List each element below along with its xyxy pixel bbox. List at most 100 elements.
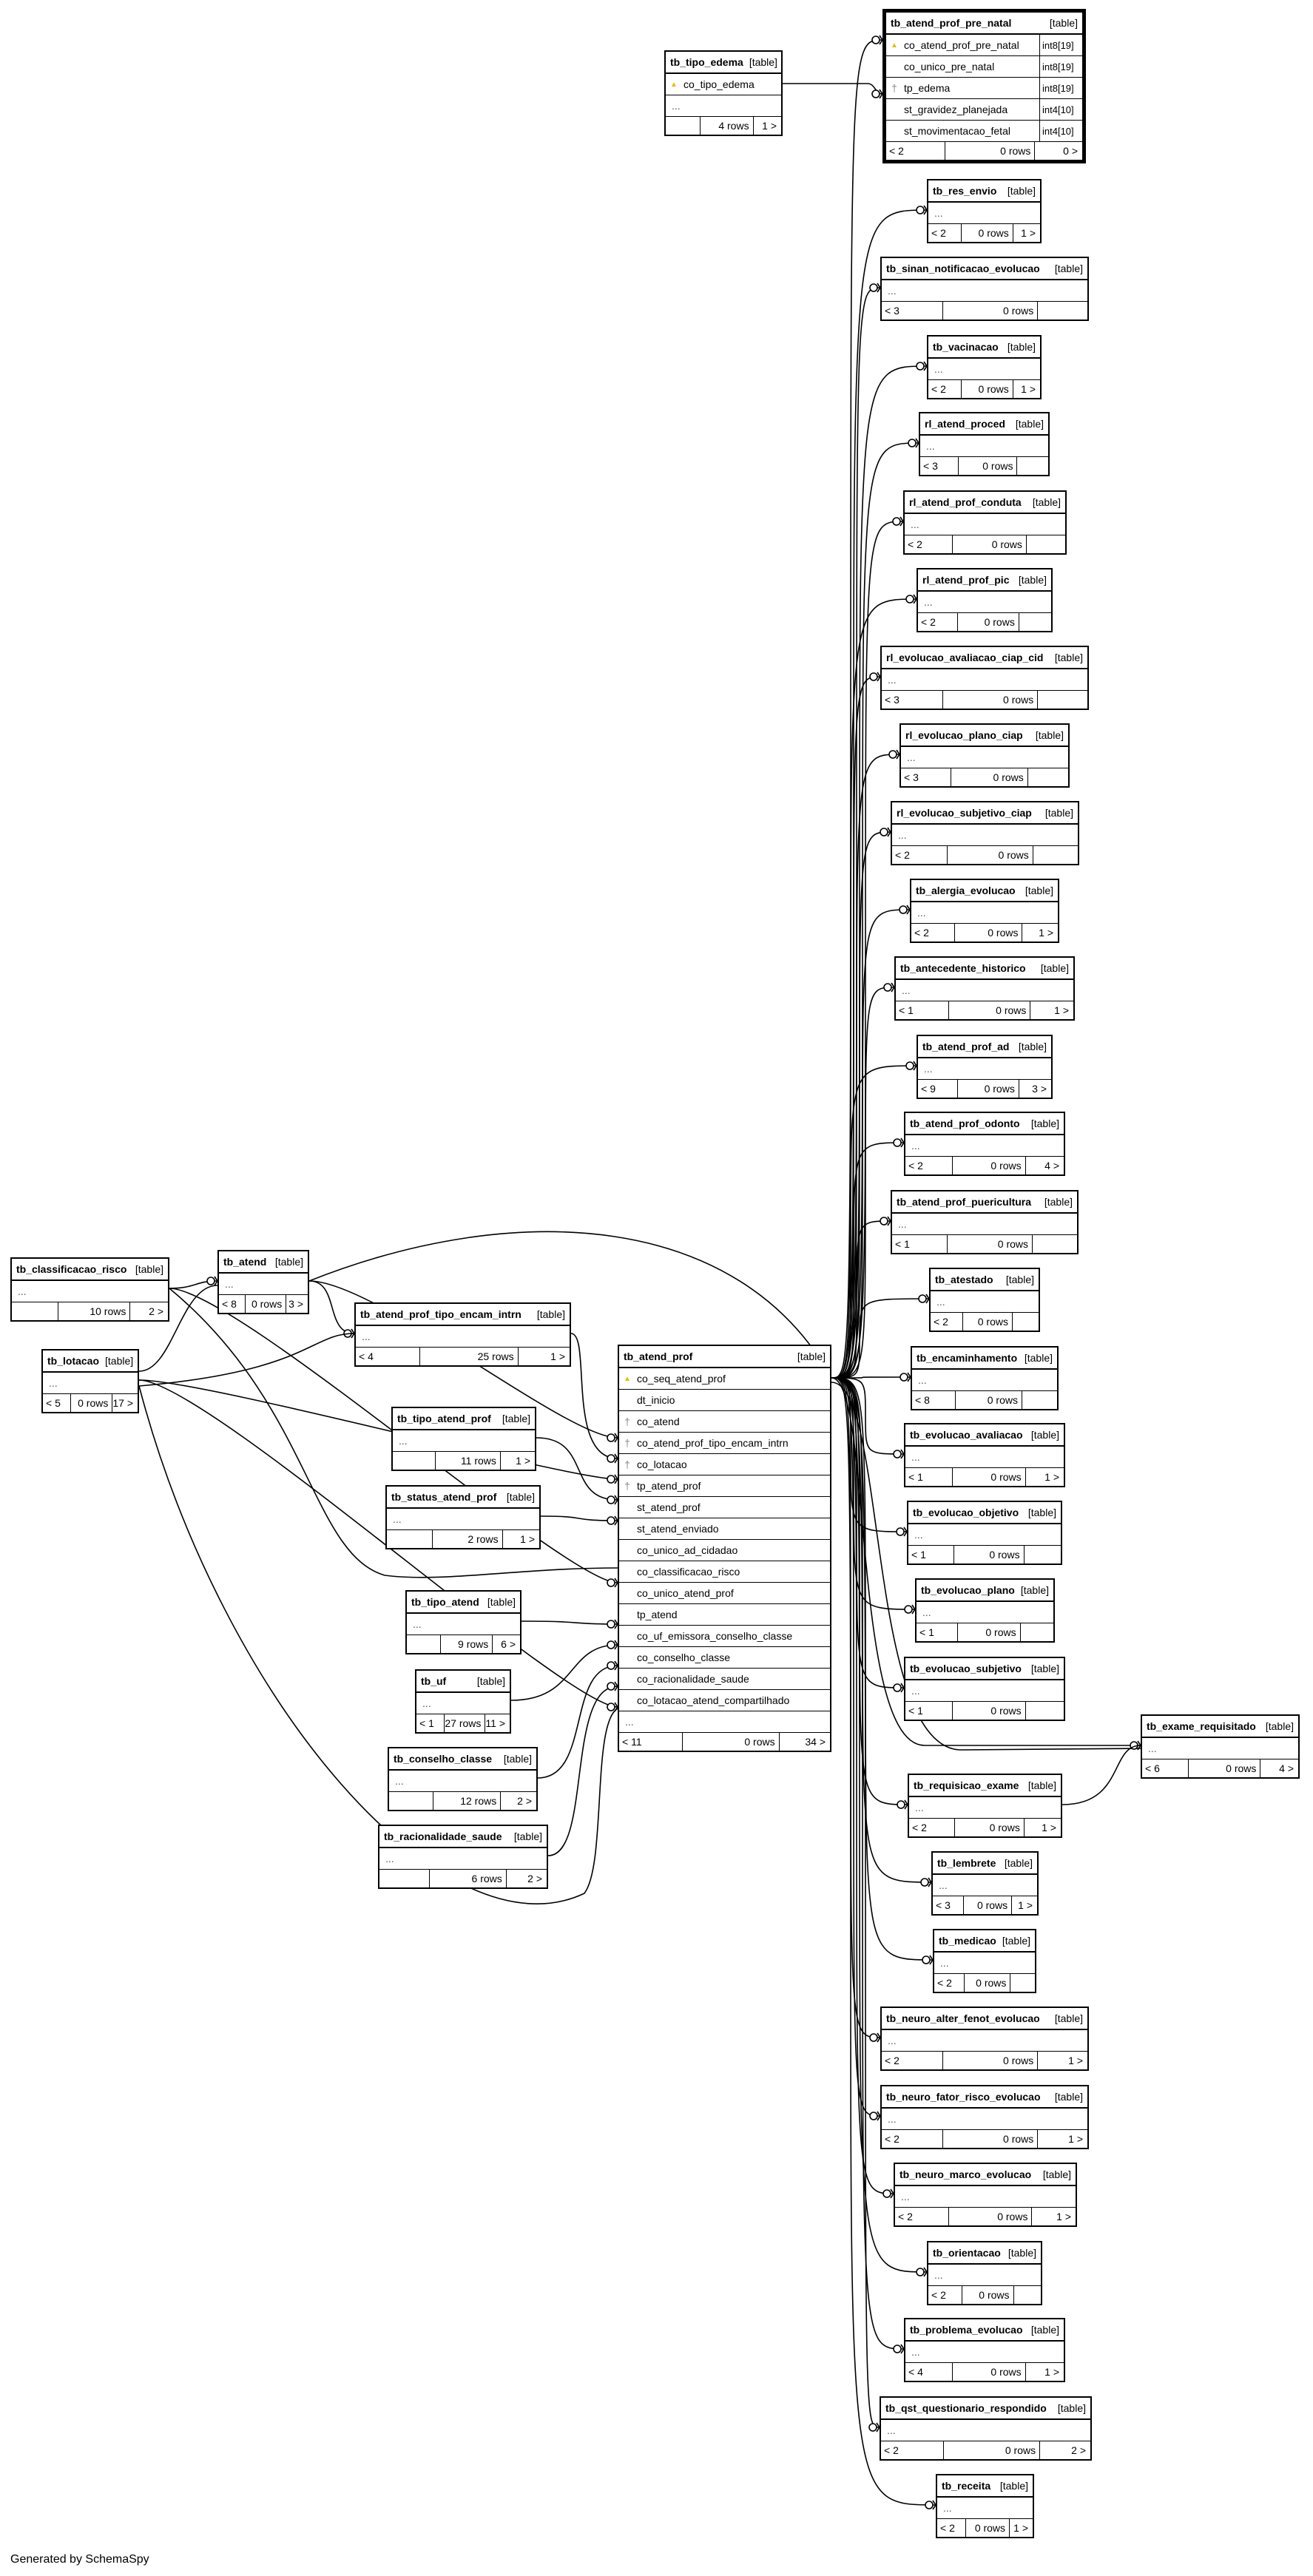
table-name[interactable]: tb_neuro_alter_fenot_evolucao [886, 2012, 1040, 2024]
column-row[interactable]: †co_lotacao [619, 1454, 830, 1475]
table-header[interactable]: tb_atend_prof_odonto[table] [905, 1113, 1064, 1135]
table-name[interactable]: tb_neuro_fator_risco_evolucao [886, 2091, 1041, 2103]
parent-count[interactable]: < 2 [918, 613, 958, 631]
table-name[interactable]: tb_problema_evolucao [910, 2324, 1023, 2336]
parent-count[interactable]: < 1 [896, 1001, 949, 1019]
parent-count[interactable] [389, 1792, 433, 1810]
table-header[interactable]: tb_tipo_atend_prof[table] [393, 1408, 535, 1430]
table-name[interactable]: tb_atend_prof_pre_natal [891, 17, 1012, 29]
child-count[interactable]: 1 > [516, 1455, 530, 1467]
child-count[interactable]: 1 > [1013, 2522, 1028, 2534]
child-count[interactable]: 1 > [1018, 1899, 1033, 1911]
table-header[interactable]: tb_orientacao[table] [928, 2242, 1041, 2265]
child-count[interactable] [1013, 1313, 1039, 1331]
child-count[interactable] [1027, 535, 1065, 553]
table-header[interactable]: tb_neuro_alter_fenot_evolucao[table] [882, 2008, 1087, 2030]
table-header[interactable]: tb_lembrete[table] [933, 1853, 1037, 1875]
parent-count[interactable] [393, 1452, 436, 1470]
child-count[interactable]: 2 > [149, 1305, 163, 1317]
table-name[interactable]: tb_requisicao_exame [914, 1779, 1019, 1791]
parent-count[interactable]: < 1 [905, 1468, 953, 1486]
child-count[interactable]: 11 > [485, 1717, 505, 1729]
parent-count[interactable]: < 2 [928, 2286, 962, 2304]
child-count[interactable]: 1 > [1044, 2366, 1059, 2378]
parent-count[interactable]: < 4 [905, 2363, 953, 2381]
parent-count[interactable]: < 5 [43, 1394, 72, 1412]
parent-count[interactable]: < 2 [905, 535, 953, 553]
table-name[interactable]: tb_atend_prof_puericultura [897, 1196, 1032, 1208]
column-row[interactable]: st_atend_prof [619, 1497, 830, 1518]
table-header[interactable]: tb_atestado[table] [931, 1269, 1039, 1291]
table-name[interactable]: tb_conselho_classe [394, 1753, 493, 1765]
parent-count[interactable]: < 8 [912, 1391, 956, 1409]
table-header[interactable]: tb_evolucao_plano[table] [917, 1580, 1053, 1602]
parent-count[interactable]: < 2 [882, 2052, 944, 2069]
parent-count[interactable]: < 2 [928, 224, 962, 242]
table-node-tb-qst-questionario-respondido[interactable]: tb_qst_questionario_respondido[table]...… [880, 2396, 1092, 2461]
table-header[interactable]: tb_evolucao_subjetivo[table] [905, 1658, 1064, 1680]
table-name[interactable]: tb_vacinacao [933, 341, 999, 353]
parent-count[interactable]: < 1 [917, 1623, 958, 1641]
parent-count[interactable]: < 9 [918, 1080, 958, 1098]
table-header[interactable]: tb_exame_requisitado[table] [1142, 1716, 1298, 1738]
table-name[interactable]: tb_evolucao_subjetivo [910, 1663, 1022, 1674]
parent-count[interactable]: < 4 [356, 1348, 420, 1365]
parent-count[interactable]: < 2 [886, 142, 945, 160]
child-count[interactable]: 4 > [1279, 1762, 1294, 1774]
child-count[interactable]: 1 > [1021, 383, 1036, 395]
child-count[interactable] [1033, 846, 1078, 864]
child-count[interactable]: 2 > [517, 1795, 532, 1807]
table-header[interactable]: tb_conselho_classe[table] [389, 1748, 536, 1771]
table-name[interactable]: tb_receita [942, 2480, 991, 2492]
table-header[interactable]: tb_tipo_edema[table] [666, 52, 781, 74]
column-row[interactable]: co_racionalidade_saude [619, 1669, 830, 1690]
parent-count[interactable]: < 3 [882, 302, 944, 320]
column-row[interactable]: co_uf_emissora_conselho_classe [619, 1626, 830, 1647]
column-row[interactable]: †tp_atend_prof [619, 1475, 830, 1497]
parent-count[interactable] [12, 1302, 59, 1320]
column-row[interactable]: co_classificacao_risco [619, 1561, 830, 1583]
parent-count[interactable]: < 2 [892, 846, 948, 864]
table-header[interactable]: tb_encaminhamento[table] [912, 1348, 1057, 1370]
table-name[interactable]: tb_medicao [939, 1935, 996, 1947]
parent-count[interactable]: < 2 [911, 924, 956, 942]
parent-count[interactable]: < 3 [920, 457, 959, 475]
table-name[interactable]: tb_res_envio [933, 185, 997, 197]
table-name[interactable]: rl_evolucao_avaliacao_ciap_cid [886, 652, 1044, 663]
child-count[interactable]: 1 > [1021, 227, 1036, 239]
child-count[interactable]: 1 > [1068, 2133, 1083, 2145]
parent-count[interactable]: < 2 [928, 380, 962, 398]
table-header[interactable]: rl_evolucao_plano_ciap[table] [901, 725, 1068, 747]
table-header[interactable]: tb_vacinacao[table] [928, 337, 1040, 359]
table-header[interactable]: tb_qst_questionario_respondido[table] [881, 2398, 1090, 2420]
table-node-tb-neuro-fator-risco-evolucao[interactable]: tb_neuro_fator_risco_evolucao[table]...<… [880, 2085, 1089, 2149]
child-count[interactable]: 4 > [1044, 1160, 1059, 1172]
table-header[interactable]: tb_atend_prof_pre_natal[table] [886, 13, 1082, 35]
table-name[interactable]: rl_evolucao_plano_ciap [905, 729, 1023, 741]
table-header[interactable]: tb_requisicao_exame[table] [909, 1775, 1061, 1797]
child-count[interactable]: 0 > [1063, 145, 1078, 157]
table-name[interactable]: tb_evolucao_objetivo [913, 1507, 1019, 1518]
child-count[interactable] [1038, 691, 1087, 709]
parent-count[interactable]: < 2 [931, 1313, 963, 1331]
table-name[interactable]: tb_classificacao_risco [16, 1263, 127, 1275]
child-count[interactable] [1038, 302, 1087, 320]
column-row[interactable]: †co_atend [619, 1411, 830, 1433]
table-name[interactable]: rl_atend_prof_pic [922, 574, 1010, 586]
table-header[interactable]: tb_alergia_evolucao[table] [911, 880, 1058, 902]
table-header[interactable]: tb_res_envio[table] [928, 180, 1040, 203]
table-header[interactable]: tb_uf[table] [416, 1671, 510, 1693]
child-count[interactable] [1028, 768, 1068, 786]
table-node-rl-evolucao-avaliacao-ciap-cid[interactable]: rl_evolucao_avaliacao_ciap_cid[table]...… [880, 646, 1089, 710]
